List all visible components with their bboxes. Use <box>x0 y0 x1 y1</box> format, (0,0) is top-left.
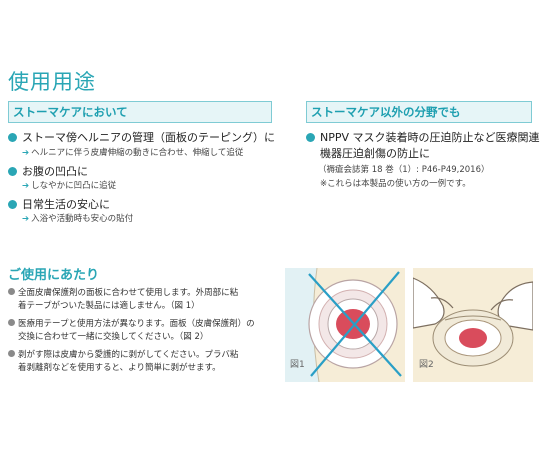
stoma-item-3-label: 日常生活の安心に <box>22 198 110 211</box>
page-title: 使用用途 <box>8 70 96 94</box>
arrow-right-icon: ➔ <box>22 148 30 158</box>
stoma-item-2: お腹の凹凸に <box>8 164 88 179</box>
figure-1: 図1 <box>285 268 405 382</box>
bullet-icon <box>306 133 315 142</box>
other-item-line1: NPPV マスク装着時の圧迫防止など医療関連 <box>320 131 540 144</box>
stoma-item-1: ストーマ傍ヘルニアの管理（面板のテーピング）に <box>8 130 275 145</box>
usage-item-2-line1: 医療用テープと使用方法が異なります。面板（皮膚保護剤）の <box>18 319 255 329</box>
figure-1-label: 図1 <box>290 359 305 370</box>
bullet-icon <box>8 200 17 209</box>
stoma-item-3: 日常生活の安心に <box>8 197 110 212</box>
figure-2-label: 図2 <box>419 359 434 370</box>
stoma-item-3-sub: ➔入浴や活動時も安心の貼付 <box>22 213 133 225</box>
stoma-item-1-label: ストーマ傍ヘルニアの管理（面板のテーピング）に <box>22 131 275 144</box>
figure-2-illustration: 図2 <box>413 268 533 382</box>
usage-item-2: 医療用テープと使用方法が異なります。面板（皮膚保護剤）の 交換に合わせて一緒に交… <box>8 318 272 344</box>
stoma-section-header: ストーマケアにおいて <box>8 101 272 123</box>
usage-item-1: 全面皮膚保護剤の面板に合わせて使用します。外周部に粘 着テープがついた製品には適… <box>8 287 272 313</box>
figure-1-illustration: 図1 <box>285 268 405 382</box>
usage-item-1-line2: 着テープがついた製品には適しません。（図 1） <box>18 301 200 311</box>
stoma-item-3-sub-text: 入浴や活動時も安心の貼付 <box>31 214 134 224</box>
usage-item-2-line2: 交換に合わせて一緒に交換してください。（図 2） <box>18 332 209 342</box>
bullet-icon <box>8 133 17 142</box>
usage-item-3-line1: 剥がす際は皮膚から愛護的に剥がしてください。プラバ粘 <box>18 350 239 360</box>
other-item: NPPV マスク装着時の圧迫防止など医療関連 <box>306 130 540 145</box>
stoma-item-2-sub-text: しなやかに凹凸に追従 <box>31 181 117 191</box>
usage-item-1-line1: 全面皮膚保護剤の面板に合わせて使用します。外周部に粘 <box>18 288 239 298</box>
bullet-icon <box>8 167 17 176</box>
stoma-item-1-sub: ➔ヘルニアに伴う皮膚伸縮の動きに合わせ、伸縮して追従 <box>22 147 243 159</box>
figure-2: 図2 <box>413 268 533 382</box>
stoma-item-2-sub: ➔しなやかに凹凸に追従 <box>22 180 116 192</box>
usage-note: ※これらは本製品の使い方の一例です。 <box>320 179 471 189</box>
arrow-right-icon: ➔ <box>22 181 30 191</box>
other-section-header: ストーマケア以外の分野でも <box>306 101 532 123</box>
bullet-icon <box>8 319 15 326</box>
bullet-icon <box>8 288 15 295</box>
other-item-line2: 機器圧迫創傷の防止に <box>320 147 430 160</box>
usage-title: ご使用にあたり <box>8 268 100 283</box>
stoma-item-2-label: お腹の凹凸に <box>22 165 88 178</box>
usage-item-3: 剥がす際は皮膚から愛護的に剥がしてください。プラバ粘 着剥離剤などを使用すると、… <box>8 349 272 375</box>
stoma-item-1-sub-text: ヘルニアに伴う皮膚伸縮の動きに合わせ、伸縮して追従 <box>31 148 244 158</box>
citation-text: （褥瘡会誌第 18 巻（1）: P46-P49,2016） <box>318 165 490 175</box>
usage-item-3-line2: 着剥離剤などを使用すると、より簡単に剥がせます。 <box>18 363 221 373</box>
bullet-icon <box>8 350 15 357</box>
arrow-right-icon: ➔ <box>22 214 30 224</box>
